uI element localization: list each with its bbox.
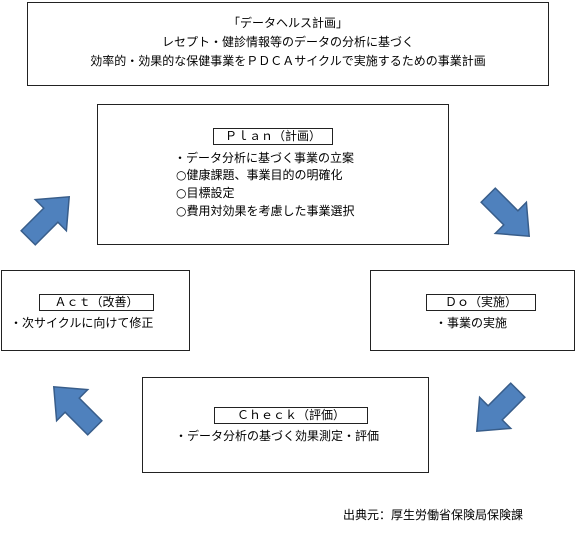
arrow-act-to-plan <box>20 195 71 246</box>
plan-item-4: ○費用対効果を考慮した事業選択 <box>176 204 355 218</box>
plan-item-2: ○健康課題、事業目的の明確化 <box>176 168 343 182</box>
check-box: Ｃｈｅｃｋ（評価） ・データ分析の基づく効果測定・評価 <box>142 377 429 473</box>
source-credit: 出典元：厚生労働省保険局保険課 <box>343 508 524 522</box>
arrow-check-to-act <box>52 385 103 436</box>
plan-item-3: ○目標設定 <box>176 186 235 200</box>
plan-item-1: ・データ分析に基づく事業の立案 <box>174 151 355 165</box>
act-box: Ａｃｔ（改善） ・次サイクルに向けて修正 <box>1 270 190 351</box>
do-box: Ｄｏ（実施） ・事業の実施 <box>370 270 575 351</box>
arrow-do-to-check <box>475 382 526 433</box>
header-line-3: 効率的・効果的な保健事業をＰＤＣＡサイクルで実施するための事業計画 <box>90 54 486 68</box>
check-item-1: ・データ分析の基づく効果測定・評価 <box>175 429 380 443</box>
arrow-plan-to-do <box>480 187 531 238</box>
plan-tag: Ｐｌａｎ（計画） <box>213 128 333 145</box>
do-tag: Ｄｏ（実施） <box>426 294 536 311</box>
header-line-2: レセプト・健診情報等のデータの分析に基づく <box>161 35 414 49</box>
act-tag: Ａｃｔ（改善） <box>39 294 154 311</box>
plan-box: Ｐｌａｎ（計画） ・データ分析に基づく事業の立案 ○健康課題、事業目的の明確化 … <box>97 104 449 245</box>
header-title: 「データヘルス計画」 <box>227 16 348 30</box>
do-item-1: ・事業の実施 <box>435 316 508 330</box>
check-tag: Ｃｈｅｃｋ（評価） <box>214 407 368 424</box>
act-item-1: ・次サイクルに向けて修正 <box>10 316 154 330</box>
header-box: 「データヘルス計画」 レセプト・健診情報等のデータの分析に基づく 効率的・効果的… <box>27 2 549 86</box>
